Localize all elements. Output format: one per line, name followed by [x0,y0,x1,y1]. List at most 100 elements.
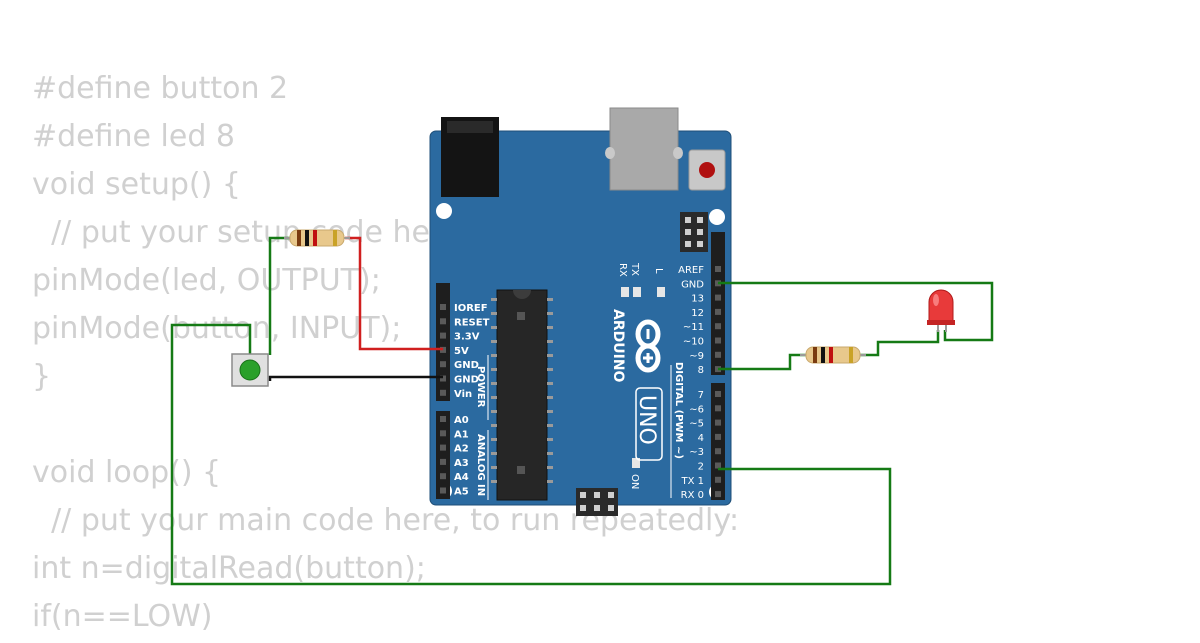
header-pin[interactable] [440,375,446,382]
mounting-hole [436,203,452,219]
pin-label: ~5 [689,419,704,430]
header-pin[interactable] [715,323,721,330]
pin-label: 13 [691,294,704,305]
code-line: pinMode(led, OUTPUT); [32,263,381,298]
code-line: void setup() { [32,167,241,202]
header-pin[interactable] [715,433,721,440]
code-line: #define led 8 [32,119,235,154]
led-label-tx: TX [629,262,640,276]
header-pin[interactable] [715,419,721,426]
pin-label: 12 [691,308,704,319]
pin-label: ~11 [683,322,704,333]
push-button[interactable] [231,353,269,387]
code-line: pinMode(button, INPUT); [32,311,402,346]
code-line: int n=digitalRead(button); [32,551,426,586]
code-line: #define button 2 [32,71,289,106]
pin-label: A3 [454,458,469,469]
header-pin[interactable] [440,361,446,368]
code-line: if(n==LOW) [32,599,213,634]
header-pin[interactable] [715,405,721,412]
header-pin[interactable] [440,304,446,310]
led-label-l: L [653,268,664,274]
header-pin[interactable] [715,294,721,301]
mounting-hole [709,209,725,225]
pin-label: 4 [698,433,704,444]
wire-gnd-led[interactable] [718,281,994,342]
model-label: UNO [634,395,659,445]
header-pin[interactable] [440,416,446,422]
pin-label: GND [454,375,479,386]
button-body [231,353,269,387]
header-pin[interactable] [715,308,721,315]
board-status-leds: TX RX L ON [617,262,665,489]
pin-label: IOREF [454,303,488,314]
header-pin[interactable] [715,491,721,498]
resistor-led[interactable] [800,346,866,364]
wire-pin8-resistor[interactable] [718,353,806,371]
pin-label: A4 [454,472,469,483]
header-pin[interactable] [715,448,721,455]
pin-label: A5 [454,487,469,498]
power-header [436,283,450,401]
pin-label: ~3 [689,447,704,458]
header-pin[interactable] [440,473,446,480]
pin-label: 2 [698,462,704,473]
header-pin[interactable] [440,430,446,437]
arduino-logo: ARDUINO [610,309,661,383]
digital-header-lower [711,383,725,500]
digital-header-upper [711,232,725,375]
header-pin[interactable] [440,332,446,339]
header-pin[interactable] [715,462,721,469]
header-pin[interactable] [440,444,446,451]
pin-label: A2 [454,444,469,455]
header-pin[interactable] [440,487,446,494]
pin-label: Vin [454,389,472,400]
pin-label: A1 [454,429,469,440]
header-pin[interactable] [715,351,721,358]
wire-button-pin2[interactable] [170,323,892,586]
wire-5v[interactable] [345,236,443,351]
wire-resistor-button[interactable] [268,236,290,355]
analog-header-title: ANALOG IN [475,434,486,496]
power-header-title: POWER [475,366,486,408]
resistor-button-pullup[interactable] [284,229,350,247]
pin-label: RX 0 [681,490,704,501]
pin-label: A0 [454,415,469,426]
pin-label: ~9 [689,351,704,362]
wire-resistor-led[interactable] [860,330,940,357]
pin-label: 5V [454,346,469,357]
code-line: void loop() { [32,455,222,490]
uno-badge [635,387,663,461]
analog-header [436,411,450,499]
pin-label: GND [681,279,704,290]
on-led [632,458,640,468]
code-line: } [32,359,52,394]
header-pin[interactable] [440,458,446,465]
digital-header-title: DIGITAL (PWM ~) [673,362,684,459]
pin-label: 3.3V [454,332,480,343]
header-pin[interactable] [715,266,721,272]
button-cap [239,359,261,381]
header-pin[interactable] [715,391,721,397]
wire-gnd-button[interactable] [268,375,443,381]
header-pin[interactable] [440,318,446,325]
header-pin[interactable] [715,476,721,483]
brand-label: ARDUINO [610,309,626,383]
header-pin[interactable] [440,389,446,396]
header-pin[interactable] [715,337,721,344]
reset-button-cap [699,162,715,178]
atmega-chip [496,289,548,501]
icsp-header [680,212,708,252]
pin-label: ~10 [683,337,704,348]
pin-label: 8 [698,365,704,376]
pin-label: TX 1 [681,476,705,487]
pin-label: RESET [454,317,490,328]
pin-label: ~6 [689,404,704,415]
pin-label: GND [454,360,479,371]
led-label-rx: RX [617,263,628,277]
usb-connector [609,107,679,191]
pin-label: 7 [698,390,704,401]
red-led[interactable] [927,289,955,332]
